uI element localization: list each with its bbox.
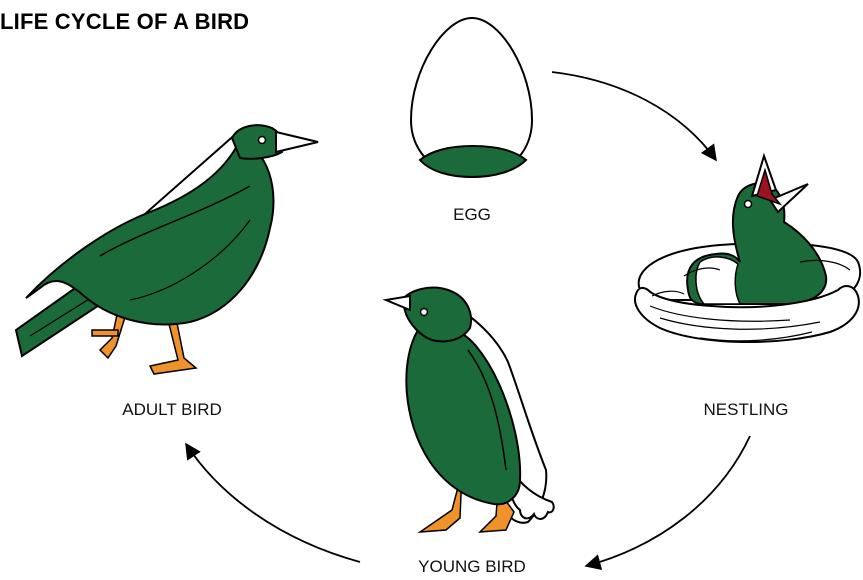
nestling-label: NESTLING — [703, 400, 788, 420]
arrow-young-to-adult — [186, 444, 360, 562]
nestling-illustration — [635, 156, 860, 342]
young-bird-illustration — [386, 288, 554, 532]
egg-illustration — [411, 18, 532, 177]
young-bird-label: YOUNG BIRD — [418, 557, 526, 577]
egg-label: EGG — [453, 205, 491, 225]
arrow-nestling-to-young — [586, 436, 750, 566]
arrow-egg-to-nestling — [552, 72, 716, 160]
adult-bird-illustration — [16, 125, 318, 374]
adult-bird-label: ADULT BIRD — [122, 400, 222, 420]
